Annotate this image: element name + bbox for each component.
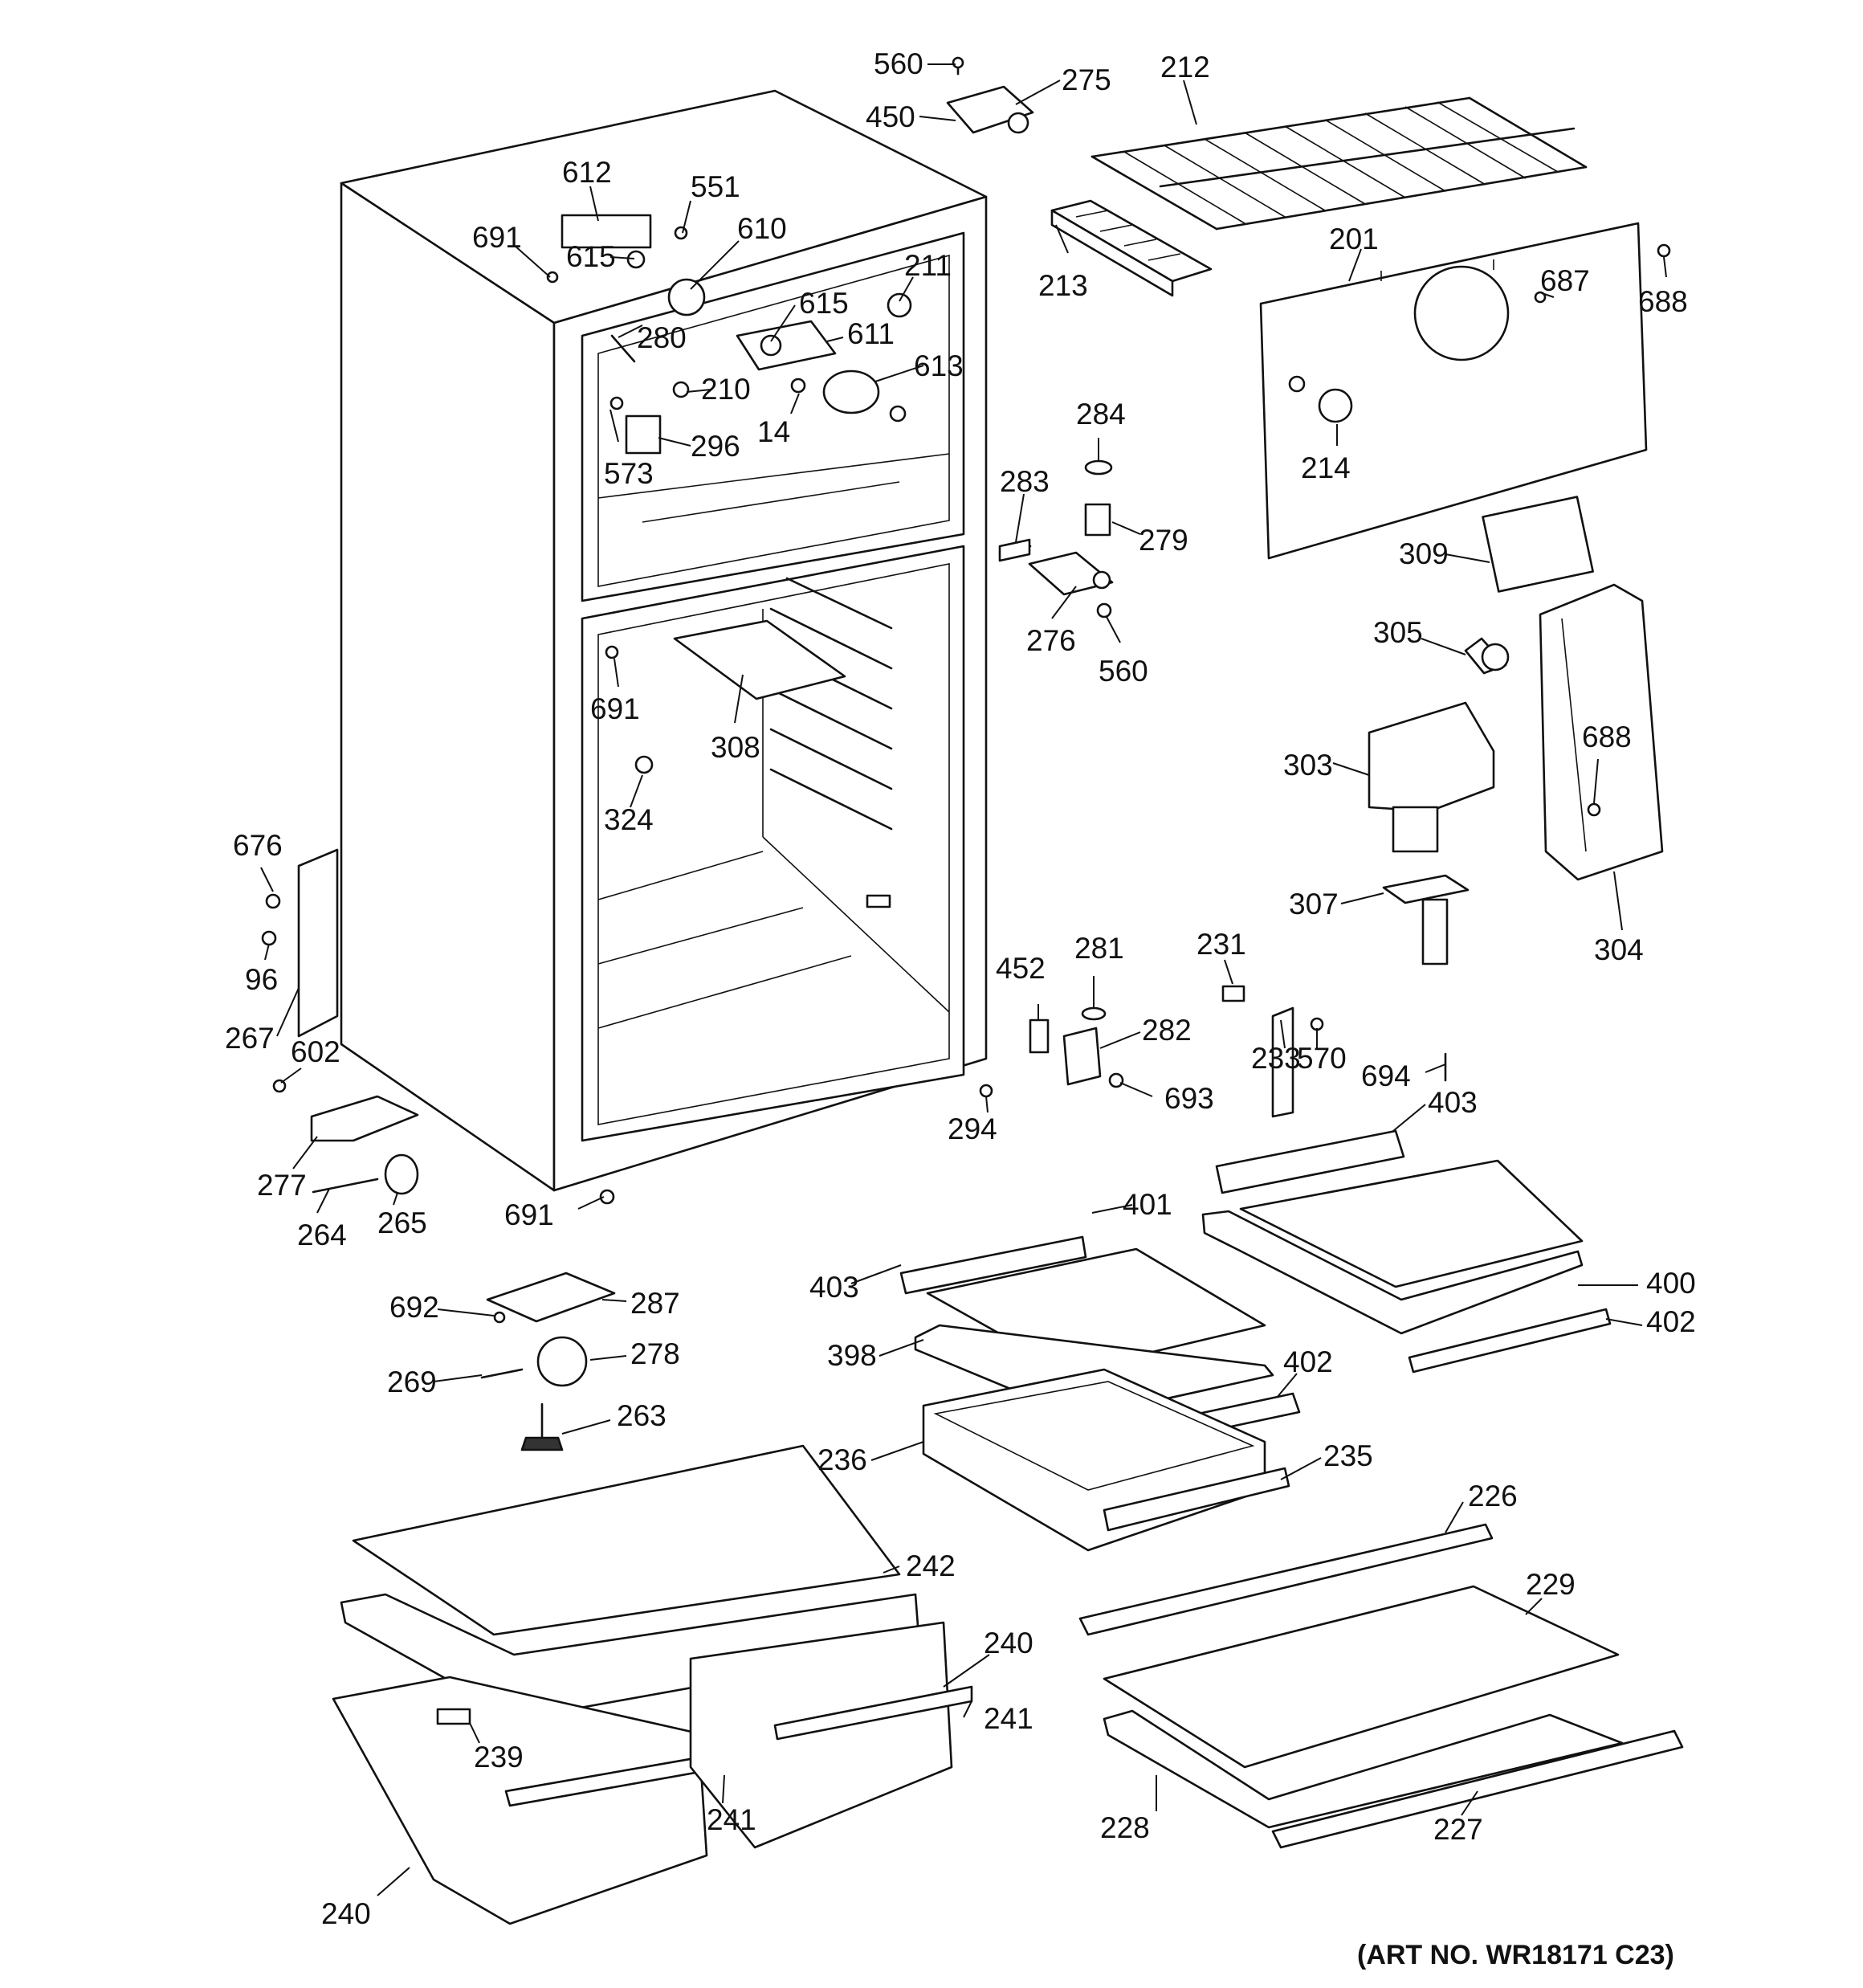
callout-693: 693: [1164, 1082, 1214, 1115]
callout-242: 242: [906, 1549, 956, 1582]
callout-403: 403: [1428, 1086, 1478, 1119]
evaporator-cover: [1259, 222, 1671, 560]
callout-309: 309: [1399, 537, 1449, 570]
callout-213: 213: [1038, 269, 1088, 302]
callout-240: 240: [984, 1627, 1033, 1659]
ice-tray: [1050, 199, 1213, 297]
callout-452: 452: [996, 952, 1046, 985]
callout-279: 279: [1139, 524, 1188, 557]
callout-236: 236: [817, 1443, 867, 1476]
callout-284: 284: [1076, 398, 1126, 431]
callout-691: 691: [472, 221, 522, 254]
callout-692: 692: [389, 1291, 439, 1324]
freezer-wire-shelf: [1090, 96, 1588, 231]
crisper-drawer: [922, 1368, 1290, 1552]
callout-294: 294: [948, 1112, 997, 1145]
callout-267: 267: [225, 1022, 275, 1055]
callout-212: 212: [1160, 51, 1210, 84]
callout-265: 265: [377, 1206, 427, 1239]
art-number: (ART NO. WR18171 C23): [1357, 1940, 1674, 1970]
callout-615: 615: [799, 287, 849, 320]
callout-210: 210: [701, 373, 751, 406]
front-roller-assembly: [480, 1272, 616, 1451]
control-housing: [1368, 583, 1664, 965]
callout-241: 241: [984, 1702, 1033, 1735]
callout-573: 573: [604, 457, 654, 490]
callout-231: 231: [1196, 928, 1246, 961]
crisper-cover-and-pans: [332, 1444, 973, 1925]
callout-303: 303: [1283, 749, 1333, 782]
callout-612: 612: [562, 156, 612, 189]
callout-304: 304: [1594, 933, 1644, 966]
callout-280: 280: [637, 321, 687, 354]
callout-401: 401: [1123, 1188, 1172, 1221]
callout-282: 282: [1142, 1014, 1192, 1047]
lower-shelf-assembly: [1078, 1523, 1684, 1849]
callout-283: 283: [1000, 465, 1050, 498]
callout-264: 264: [297, 1219, 347, 1251]
callout-276: 276: [1026, 624, 1076, 657]
callout-676: 676: [233, 829, 283, 862]
callout-398: 398: [827, 1339, 877, 1372]
callout-228: 228: [1100, 1811, 1150, 1844]
callout-201: 201: [1329, 222, 1379, 255]
callout-688: 688: [1582, 720, 1632, 753]
callout-402: 402: [1646, 1305, 1696, 1338]
small-hardware: [998, 459, 1594, 675]
callout-400: 400: [1646, 1267, 1696, 1300]
callout-239: 239: [474, 1741, 524, 1774]
callout-560: 560: [874, 47, 923, 80]
top-hinge: [946, 56, 1034, 134]
callout-263: 263: [617, 1399, 667, 1432]
callout-570: 570: [1297, 1042, 1347, 1075]
callout-278: 278: [630, 1337, 680, 1370]
callout-560: 560: [1099, 655, 1148, 688]
refrigerator-cabinet: [340, 89, 988, 1192]
callout-687: 687: [1540, 264, 1590, 297]
callout-611: 611: [847, 317, 895, 350]
hinge-parts: [979, 985, 1447, 1118]
callout-688: 688: [1638, 285, 1688, 318]
callout-269: 269: [387, 1365, 437, 1398]
callout-602: 602: [291, 1035, 340, 1068]
callout-402: 402: [1283, 1345, 1333, 1378]
callout-450: 450: [866, 100, 915, 133]
callout-226: 226: [1468, 1480, 1518, 1512]
callout-287: 287: [630, 1287, 680, 1320]
callout-275: 275: [1062, 63, 1111, 96]
callout-691: 691: [590, 692, 640, 725]
part-number-callouts: 560 275 450 212 612 551 691 610 615 211 …: [225, 47, 1696, 1930]
callout-281: 281: [1074, 932, 1124, 965]
callout-233: 233: [1251, 1042, 1301, 1075]
callout-240: 240: [321, 1897, 371, 1930]
freezer-shelf: [673, 619, 846, 700]
callout-296: 296: [691, 430, 740, 463]
callout-96: 96: [245, 963, 278, 996]
callout-307: 307: [1289, 888, 1339, 921]
callout-613: 613: [914, 349, 964, 382]
callout-403: 403: [809, 1271, 859, 1304]
callout-610: 610: [737, 212, 787, 245]
callout-235: 235: [1323, 1439, 1373, 1472]
callout-214: 214: [1301, 451, 1351, 484]
callout-229: 229: [1526, 1568, 1576, 1601]
callout-551: 551: [691, 170, 740, 203]
leader-lines: [260, 63, 1667, 1896]
callout-305: 305: [1373, 616, 1423, 649]
callout-308: 308: [711, 731, 760, 764]
callout-694: 694: [1361, 1059, 1411, 1092]
callout-615: 615: [566, 240, 616, 273]
callout-14: 14: [757, 415, 790, 448]
callout-227: 227: [1433, 1813, 1483, 1846]
callout-324: 324: [604, 803, 654, 836]
side-bracket: [261, 848, 615, 1205]
callout-277: 277: [257, 1169, 307, 1202]
callout-211: 211: [904, 249, 952, 282]
callout-241: 241: [707, 1803, 756, 1836]
callout-691: 691: [504, 1198, 554, 1231]
